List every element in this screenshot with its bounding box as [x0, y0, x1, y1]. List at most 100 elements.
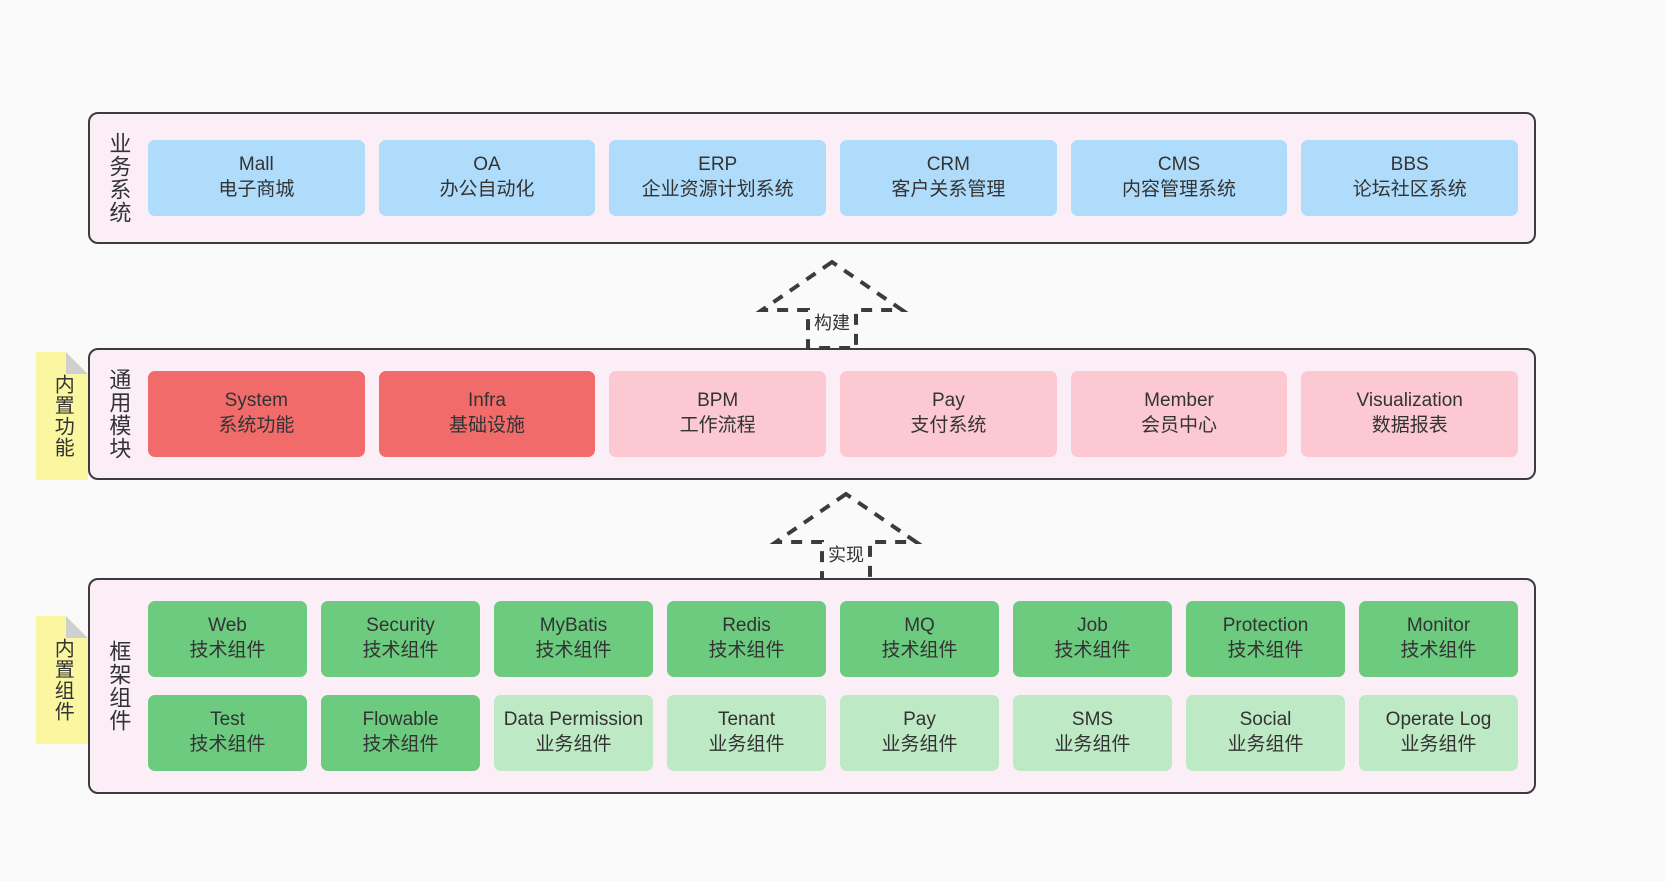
arrow-build-label: 构建 — [814, 313, 850, 333]
card-data-permission-sub: 业务组件 — [535, 734, 612, 755]
card-monitor-sub: 技术组件 — [1400, 640, 1477, 661]
card-bpm[interactable]: BPM 工作流程 — [609, 371, 827, 457]
sticky-modules-label: 内置功能 — [51, 374, 74, 458]
card-bbs-sub: 论坛社区系统 — [1352, 179, 1467, 200]
card-member-sub: 会员中心 — [1141, 415, 1218, 436]
card-redis-name: Redis — [722, 615, 771, 637]
card-job-name: Job — [1077, 615, 1108, 637]
card-member-name: Member — [1144, 390, 1214, 412]
card-cms-sub: 内容管理系统 — [1122, 179, 1237, 200]
card-oa-sub: 办公自动化 — [439, 179, 535, 200]
card-mq-sub: 技术组件 — [881, 640, 958, 661]
card-data-permission-name: Data Permission — [503, 709, 644, 731]
card-visualization[interactable]: Visualization 数据报表 — [1301, 371, 1519, 457]
card-web[interactable]: Web 技术组件 — [148, 601, 307, 677]
card-bpm-name: BPM — [697, 390, 739, 412]
card-operate-log-sub: 业务组件 — [1400, 734, 1477, 755]
card-system[interactable]: System 系统功能 — [148, 371, 365, 457]
card-mall[interactable]: Mall 电子商城 — [148, 140, 365, 216]
card-monitor[interactable]: Monitor 技术组件 — [1359, 601, 1518, 677]
layer-business-label: 业务系统 — [106, 132, 132, 224]
layer-business-system[interactable]: 业务系统 Mall 电子商城 OA 办公自动化 ERP 企业资源计划系统 CRM… — [88, 112, 1536, 244]
layer-common-modules[interactable]: 通用模块 System 系统功能 Infra 基础设施 BPM 工作流程 Pay… — [88, 348, 1536, 480]
card-sms[interactable]: SMS 业务组件 — [1013, 695, 1172, 771]
card-system-sub: 系统功能 — [218, 415, 295, 436]
card-infra[interactable]: Infra 基础设施 — [378, 371, 596, 457]
card-infra-sub: 基础设施 — [449, 415, 526, 436]
sticky-note-builtin-components: 内置组件 — [36, 616, 88, 744]
card-mall-sub: 电子商城 — [218, 179, 295, 200]
card-bbs-name: BBS — [1390, 154, 1429, 176]
card-cms[interactable]: CMS 内容管理系统 — [1070, 140, 1288, 216]
card-mall-name: Mall — [238, 154, 274, 176]
card-operate-log[interactable]: Operate Log 业务组件 — [1359, 695, 1518, 771]
card-mybatis-name: MyBatis — [539, 615, 608, 637]
card-crm[interactable]: CRM 客户关系管理 — [840, 140, 1057, 216]
arrow-implement-label: 实现 — [828, 545, 864, 565]
card-erp[interactable]: ERP 企业资源计划系统 — [609, 140, 827, 216]
card-visualization-sub: 数据报表 — [1371, 415, 1448, 436]
card-crm-sub: 客户关系管理 — [891, 179, 1006, 200]
layer-business-cards: Mall 电子商城 OA 办公自动化 ERP 企业资源计划系统 CRM 客户关系… — [140, 114, 1534, 242]
card-monitor-name: Monitor — [1406, 615, 1471, 637]
card-mybatis[interactable]: MyBatis 技术组件 — [494, 601, 653, 677]
layer-framework-label: 框架组件 — [106, 640, 132, 732]
card-pay-module[interactable]: Pay 支付系统 — [840, 371, 1057, 457]
card-pay-module-sub: 支付系统 — [910, 415, 987, 436]
card-tenant[interactable]: Tenant 业务组件 — [667, 695, 826, 771]
card-infra-name: Infra — [467, 390, 507, 412]
card-pay-component-name: Pay — [903, 709, 936, 731]
card-protection[interactable]: Protection 技术组件 — [1186, 601, 1345, 677]
card-flowable-name: Flowable — [362, 709, 439, 731]
sticky-fold-icon — [66, 616, 88, 638]
layer-framework-cards: Web 技术组件 Security 技术组件 MyBatis 技术组件 Redi… — [140, 580, 1534, 792]
card-social[interactable]: Social 业务组件 — [1186, 695, 1345, 771]
card-security[interactable]: Security 技术组件 — [321, 601, 480, 677]
card-tenant-sub: 业务组件 — [708, 734, 785, 755]
card-mybatis-sub: 技术组件 — [535, 640, 612, 661]
card-oa[interactable]: OA 办公自动化 — [378, 140, 596, 216]
card-protection-name: Protection — [1222, 615, 1309, 637]
card-system-name: System — [224, 390, 289, 412]
sticky-framework-label: 内置组件 — [51, 638, 74, 722]
card-pay-module-name: Pay — [931, 390, 965, 412]
card-job[interactable]: Job 技术组件 — [1013, 601, 1172, 677]
card-bpm-sub: 工作流程 — [679, 415, 756, 436]
arrow-build: 构建 — [752, 258, 912, 350]
card-protection-sub: 技术组件 — [1227, 640, 1304, 661]
card-erp-sub: 企业资源计划系统 — [641, 179, 794, 200]
card-erp-name: ERP — [698, 154, 738, 176]
card-web-name: Web — [208, 615, 247, 637]
card-data-permission[interactable]: Data Permission 业务组件 — [494, 695, 653, 771]
card-test-sub: 技术组件 — [189, 734, 266, 755]
sticky-note-builtin-functions: 内置功能 — [36, 352, 88, 480]
card-social-sub: 业务组件 — [1227, 734, 1304, 755]
card-security-name: Security — [366, 615, 435, 637]
card-test[interactable]: Test 技术组件 — [148, 695, 307, 771]
card-security-sub: 技术组件 — [362, 640, 439, 661]
card-tenant-name: Tenant — [717, 709, 776, 731]
card-job-sub: 技术组件 — [1054, 640, 1131, 661]
sticky-fold-icon — [66, 352, 88, 374]
card-redis-sub: 技术组件 — [708, 640, 785, 661]
card-bbs[interactable]: BBS 论坛社区系统 — [1301, 140, 1519, 216]
card-flowable[interactable]: Flowable 技术组件 — [321, 695, 480, 771]
card-flowable-sub: 技术组件 — [362, 734, 439, 755]
card-mq-name: MQ — [904, 615, 935, 637]
card-mq[interactable]: MQ 技术组件 — [840, 601, 999, 677]
framework-row-bottom: Test 技术组件 Flowable 技术组件 Data Permission … — [148, 695, 1518, 771]
layer-framework-components[interactable]: 框架组件 Web 技术组件 Security 技术组件 MyBatis 技术组件… — [88, 578, 1536, 794]
card-web-sub: 技术组件 — [189, 640, 266, 661]
arrow-implement: 实现 — [766, 490, 926, 582]
card-redis[interactable]: Redis 技术组件 — [667, 601, 826, 677]
card-visualization-name: Visualization — [1356, 390, 1463, 412]
layer-modules-cards: System 系统功能 Infra 基础设施 BPM 工作流程 Pay 支付系统… — [140, 350, 1534, 478]
layer-modules-label: 通用模块 — [106, 368, 132, 460]
card-cms-name: CMS — [1157, 154, 1201, 176]
card-member[interactable]: Member 会员中心 — [1070, 371, 1288, 457]
card-social-name: Social — [1239, 709, 1292, 731]
card-operate-log-name: Operate Log — [1385, 709, 1492, 731]
card-test-name: Test — [210, 709, 245, 731]
card-pay-component-sub: 业务组件 — [881, 734, 958, 755]
card-pay-component[interactable]: Pay 业务组件 — [840, 695, 999, 771]
